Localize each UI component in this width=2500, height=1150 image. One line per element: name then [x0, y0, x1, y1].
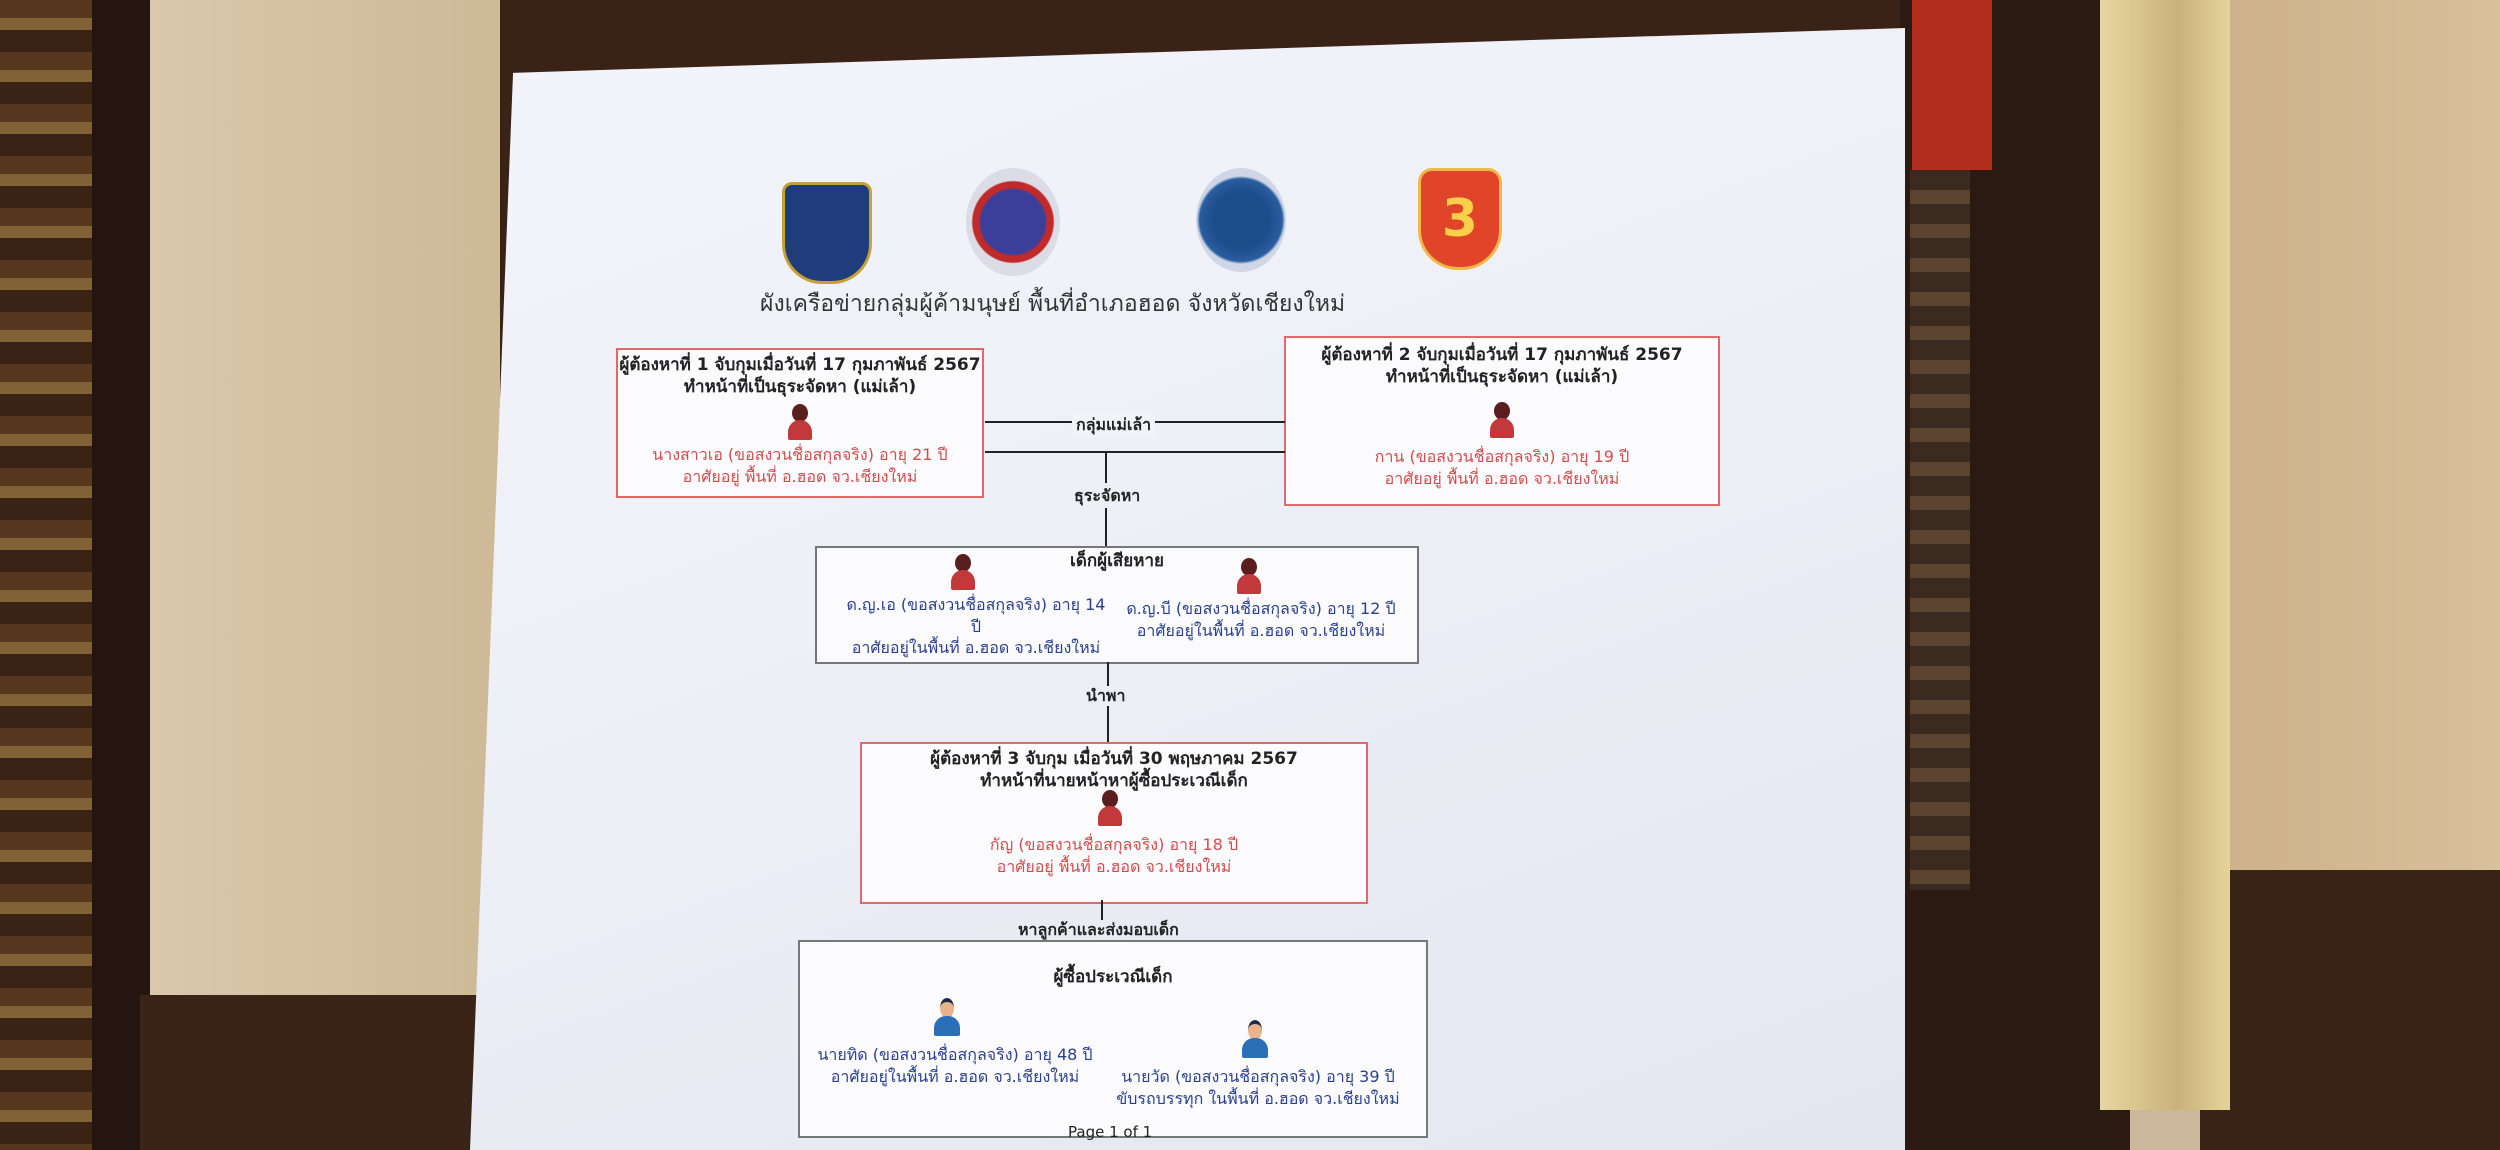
connector-line [1107, 706, 1109, 742]
connector-line [985, 451, 1285, 453]
buyers-header: ผู้ซื้อประเวณีเด็ก [1053, 967, 1173, 987]
victims-header: เด็กผู้เสียหาย [1070, 551, 1164, 571]
suspect-1-box: ผู้ต้องหาที่ 1 จับกุมเมื่อวันที่ 17 กุมภ… [616, 348, 984, 498]
suspect-2-name: กาน (ขอสงวนชื่อสกุลจริง) อายุ 19 ปี [1374, 447, 1630, 467]
victim-1-name: ด.ญ.เอ (ขอสงวนชื่อสกุลจริง) อายุ 14 ปี [846, 595, 1106, 636]
shield-number: 3 [1441, 189, 1479, 249]
carved-ornament [0, 0, 92, 1150]
suspect-3-header: ผู้ต้องหาที่ 3 จับกุม เมื่อวันที่ 30 พฤษ… [930, 749, 1298, 769]
link-label-deliver: หาลูกค้าและส่งมอบเด็ก [1018, 920, 1179, 939]
suspect-3-role: ทำหน้าที่นายหน้าหาผู้ซื้อประเวณีเด็ก [980, 771, 1248, 792]
wainscot-left [140, 995, 520, 1150]
unit-shield-logo: 3 [1418, 168, 1502, 270]
connector-line [1105, 508, 1107, 546]
suspect-3-name: กัญ (ขอสงวนชื่อสกุลจริง) อายุ 18 ปี [989, 835, 1239, 855]
woman-icon [1237, 558, 1261, 594]
link-label-procure: ธุระจัดหา [1074, 486, 1141, 505]
buyer-1-name: นายทิด (ขอสงวนชื่อสกุลจริง) อายุ 48 ปี [817, 1045, 1093, 1064]
suspect-2-role: ทำหน้าที่เป็นธุระจัดหา (แม่เล้า) [1385, 367, 1619, 388]
victim-1-address: อาศัยอยู่ในพื้นที่ อ.ฮอด จว.เชียงใหม่ [851, 638, 1101, 658]
wall-left [150, 0, 510, 1020]
link-label-lead: นำพา [1086, 686, 1126, 705]
victims-box: เด็กผู้เสียหาย ด.ญ.เอ (ขอสงวนชื่อสกุลจริ… [815, 546, 1419, 664]
woman-icon [788, 404, 812, 440]
wainscot-right [2200, 870, 2500, 1150]
buyers-box: ผู้ซื้อประเวณีเด็ก นายทิด (ขอสงวนชื่อสกุ… [798, 940, 1428, 1138]
suspect-2-header: ผู้ต้องหาที่ 2 จับกุมเมื่อวันที่ 17 กุมภ… [1321, 345, 1683, 365]
suspect-1-role: ทำหน้าที่เป็นธุระจัดหา (แม่เล้า) [683, 377, 917, 398]
buyer-1-address: อาศัยอยู่ในพื้นที่ อ.ฮอด จว.เชียงใหม่ [830, 1066, 1080, 1086]
connector-line [1105, 453, 1107, 483]
woman-icon [951, 554, 975, 590]
agency-seal-logo [966, 168, 1060, 276]
poster-title: ผังเครือข่ายกลุ่มผู้ค้ามนุษย์ พื้นที่อำเ… [760, 291, 1346, 317]
suspect-3-box: ผู้ต้องหาที่ 3 จับกุม เมื่อวันที่ 30 พฤษ… [860, 742, 1368, 904]
suspect-1-header: ผู้ต้องหาที่ 1 จับกุมเมื่อวันที่ 17 กุมภ… [619, 355, 981, 375]
suspect-1-name: นางสาวเอ (ขอสงวนชื่อสกุลจริง) อายุ 21 ปี [652, 445, 948, 465]
connector-arrow [1107, 662, 1109, 686]
suspect-2-box: ผู้ต้องหาที่ 2 จับกุมเมื่อวันที่ 17 กุมภ… [1284, 336, 1720, 506]
curtain [2100, 0, 2230, 1110]
man-icon [1242, 1020, 1268, 1058]
buyer-2-address: ขับรถบรรทุก ในพื้นที่ อ.ฮอด จว.เชียงใหม่ [1116, 1088, 1400, 1108]
carved-panel-right [1910, 170, 1970, 890]
page-footer: Page 1 of 1 [1068, 1123, 1153, 1141]
suspect-3-address: อาศัยอยู่ พื้นที่ อ.ฮอด จว.เชียงใหม่ [996, 856, 1232, 876]
victim-2-address: อาศัยอยู่ในพื้นที่ อ.ฮอด จว.เชียงใหม่ [1136, 620, 1386, 640]
department-seal-logo [1196, 168, 1286, 272]
suspect-2-address: อาศัยอยู่ พื้นที่ อ.ฮอด จว.เชียงใหม่ [1384, 468, 1620, 488]
man-icon [934, 998, 960, 1036]
red-banner [1912, 0, 1992, 170]
victim-2-name: ด.ญ.บี (ขอสงวนชื่อสกุลจริง) อายุ 12 ปี [1126, 599, 1396, 618]
police-badge-logo [782, 182, 872, 284]
woman-icon [1098, 790, 1122, 826]
frame-inner [92, 0, 150, 1150]
link-label-group: กลุ่มแม่เล้า [1072, 413, 1156, 438]
buyer-2-name: นายวัด (ขอสงวนชื่อสกุลจริง) อายุ 39 ปี [1121, 1067, 1395, 1086]
suspect-1-address: อาศัยอยู่ พื้นที่ อ.ฮอด จว.เชียงใหม่ [682, 466, 918, 486]
connector-line [1101, 900, 1103, 920]
woman-icon [1490, 402, 1514, 438]
